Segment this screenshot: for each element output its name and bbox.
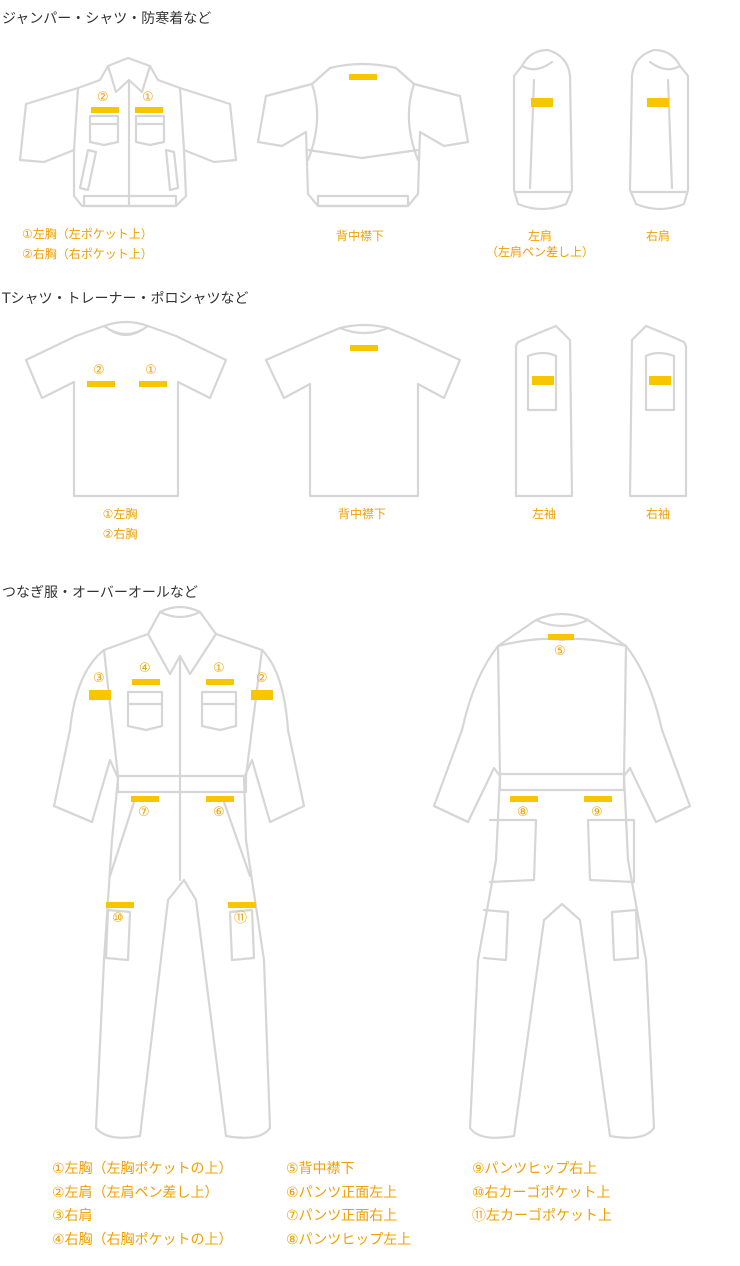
coverall-back-outline (432, 612, 692, 1139)
tshirt-back-outline (264, 323, 462, 498)
section-title-jumper: ジャンパー・シャツ・防寒着など (2, 11, 212, 27)
jumper-front-caption-2: ②右胸（右ポケット上） (22, 247, 153, 261)
marker-label: ⑦ (138, 805, 150, 820)
marker-bar-right-sleeve (649, 376, 671, 385)
marker-bar-left-chest (139, 381, 167, 387)
jumper-front-caption-1: ①左胸（左ポケット上） (22, 227, 153, 241)
legend-item: ③右肩 (52, 1208, 93, 1224)
marker-label: ⑨ (591, 805, 603, 820)
marker-label: ② (256, 671, 268, 686)
tshirt-front-outline (24, 320, 228, 498)
jumper-right-shoulder-caption: 右肩 (645, 229, 670, 243)
tshirt-front-caption-2: ②右胸 (102, 527, 138, 541)
jumper-back-outline (256, 62, 470, 208)
legend-item: ①左胸（左胸ポケットの上） (52, 1161, 233, 1177)
marker-label: ① (142, 90, 154, 105)
section-title-tshirt: Tシャツ・トレーナー・ポロシャツなど (2, 291, 249, 307)
marker-label: ① (145, 363, 157, 378)
jumper-front-outline (18, 56, 238, 208)
tshirt-back-caption: 背中襟下 (337, 507, 386, 521)
tshirt-right-sleeve-outline (628, 324, 688, 498)
legend-item: ⑧パンツヒップ左上 (286, 1231, 412, 1248)
marker-bar-right-chest (87, 381, 115, 387)
legend-column-3: ⑨パンツヒップ右上 ⑩右カーゴポケット上 ⑪左カーゴポケット上 (472, 1158, 612, 1229)
marker-label: ③ (93, 671, 105, 686)
marker-label: ④ (139, 661, 151, 676)
marker-bar-back-collar (350, 345, 378, 351)
legend-item: ⑩右カーゴポケット上 (472, 1184, 611, 1201)
tshirt-left-sleeve-caption: 左袖 (531, 507, 556, 521)
marker-bar-left-cargo (228, 902, 256, 908)
coverall-front-outline (52, 605, 306, 1139)
legend-item: ⑤背中襟下 (286, 1161, 355, 1177)
marker-label: ① (213, 661, 225, 676)
legend-column-2: ⑤背中襟下 ⑥パンツ正面左上 ⑦パンツ正面右上 ⑧パンツヒップ左上 (286, 1158, 411, 1252)
legend-item: ⑦パンツ正面右上 (286, 1208, 398, 1224)
marker-bar-right-chest (91, 107, 119, 113)
marker-bar-hip-left (510, 796, 538, 802)
legend-item: ④右胸（右胸ポケットの上） (52, 1231, 233, 1248)
marker-label: ⑪ (234, 911, 248, 926)
marker-label: ② (97, 90, 109, 105)
marker-label: ⑤ (554, 644, 566, 659)
tshirt-front-caption-1: ①左胸 (102, 507, 138, 521)
marker-bar-pants-front-left (206, 796, 234, 802)
marker-label: ⑩ (112, 911, 124, 926)
marker-label: ② (93, 363, 105, 378)
jumper-left-shoulder-caption-2: （左肩ペン差し上） (485, 245, 594, 259)
legend-item: ⑥パンツ正面左上 (286, 1184, 398, 1201)
marker-bar-back-collar (548, 634, 574, 640)
jumper-back-caption: 背中襟下 (335, 229, 384, 243)
marker-bar-right-cargo (106, 902, 134, 908)
marker-bar-pants-front-right (131, 796, 159, 802)
tshirt-right-sleeve-caption: 右袖 (645, 507, 670, 521)
marker-bar-hip-right (584, 796, 612, 802)
legend-item: ⑪左カーゴポケット上 (472, 1208, 612, 1224)
tshirt-left-sleeve-outline (514, 324, 574, 498)
legend-column-1: ①左胸（左胸ポケットの上） ②左肩（左肩ペン差し上） ③右肩 ④右胸（右胸ポケッ… (52, 1158, 233, 1252)
jumper-left-shoulder-caption-1: 左肩 (527, 229, 552, 243)
section-title-coverall: つなぎ服・オーバーオールなど (2, 585, 198, 601)
marker-bar-back-collar (349, 74, 377, 80)
legend-item: ⑨パンツヒップ右上 (472, 1161, 598, 1177)
marker-label: ⑥ (213, 805, 225, 820)
marker-bar-left-shoulder (531, 98, 553, 107)
marker-label: ⑧ (517, 805, 529, 820)
marker-bar-right-shoulder (647, 98, 669, 107)
marker-bar-left-sleeve (532, 376, 554, 385)
marker-bar-left-chest (135, 107, 163, 113)
legend-item: ②左肩（左肩ペン差し上） (52, 1184, 219, 1201)
marker-bar-left-shoulder (251, 690, 273, 700)
marker-bar-left-chest (206, 679, 234, 685)
marker-bar-right-chest (132, 679, 160, 685)
marker-bar-right-shoulder (89, 690, 111, 700)
